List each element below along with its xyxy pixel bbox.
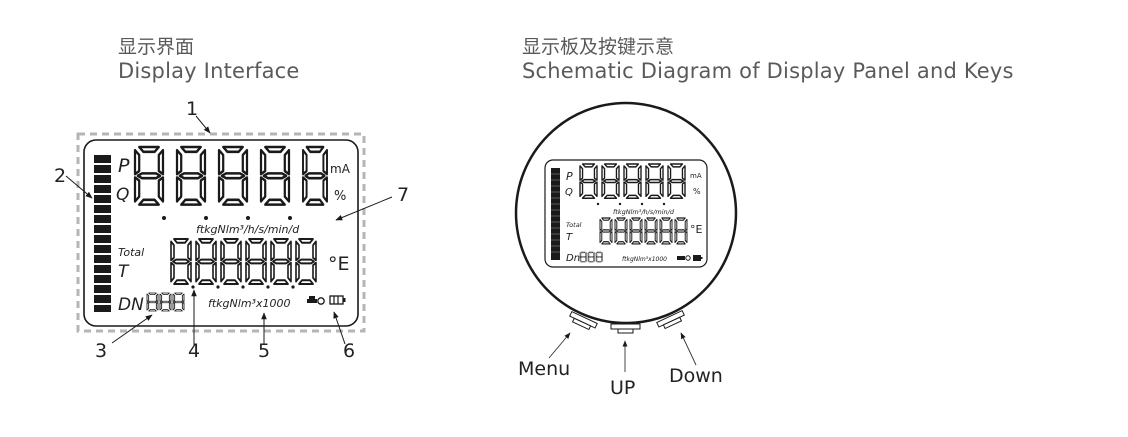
schematic-flow-units: ftkgNlm³/h/s/min/d (613, 208, 675, 216)
schematic-label-t: T (566, 232, 573, 243)
key-down-label: Down (669, 365, 723, 387)
schematic-valve-icon (677, 255, 691, 261)
total-digits (170, 238, 317, 289)
schematic-label-p: P (566, 170, 573, 183)
unit-ma: mA (330, 162, 351, 176)
left-lcd-diagram: P Q mA % ftkgNlm³/h/s/min/d Total T (54, 98, 409, 362)
schematic-main-digits (579, 163, 686, 206)
schematic-unit-percent: % (693, 187, 701, 196)
callout-3: 3 (95, 340, 107, 362)
schematic-label-dn: Dn (566, 253, 580, 264)
key-menu[interactable] (568, 310, 598, 332)
callout-2: 2 (54, 165, 66, 187)
total-units: ftkgNlm³x1000 (208, 297, 290, 310)
schematic-title-en: Schematic Diagram of Display Panel and K… (522, 59, 1014, 83)
schematic-unit-ma: mA (690, 172, 702, 180)
callout-4: 4 (188, 340, 200, 362)
schematic-label-q: Q (565, 187, 573, 198)
schematic-bar-graph (551, 168, 560, 260)
key-arrows (548, 332, 697, 372)
callout-7: 7 (397, 184, 409, 206)
schematic-label-total: Total (566, 221, 582, 229)
key-up-label: UP (610, 377, 635, 399)
display-interface-title-en: Display Interface (118, 59, 300, 83)
valve-icon (307, 296, 325, 305)
schematic-title-cn: 显示板及按键示意 (522, 36, 675, 58)
schematic-total-units: ftkgNlm³x1000 (622, 256, 667, 263)
schematic-title: 显示板及按键示意 Schematic Diagram of Display Pa… (522, 38, 1014, 82)
schematic-battery-icon (693, 255, 703, 261)
key-menu-label: Menu (518, 358, 570, 380)
key-down[interactable] (656, 309, 686, 331)
bar-graph (94, 155, 111, 312)
schematic-lcd-panel (544, 159, 708, 268)
callouts (65, 115, 393, 345)
callout-1: 1 (186, 98, 198, 120)
label-q: Q (116, 185, 129, 205)
callout-6: 6 (343, 340, 355, 362)
schematic-unit-temp: °E (690, 223, 703, 236)
label-total: Total (118, 246, 144, 259)
label-dn: DN (118, 295, 144, 315)
right-schematic: P Q mA % ftkgNlm³/h/s/min/d Total T °E (514, 101, 738, 399)
display-interface-title-cn: 显示界面 (118, 36, 195, 58)
battery-icon (329, 295, 346, 305)
lcd-outer-dashed-border (76, 132, 366, 333)
key-up[interactable] (610, 323, 641, 334)
unit-percent: % (334, 189, 346, 204)
callout-5: 5 (258, 340, 270, 362)
display-interface-title: 显示界面 Display Interface (118, 38, 300, 82)
flow-units: ftkgNlm³/h/s/min/d (196, 223, 300, 236)
main-digits (133, 145, 329, 220)
unit-temp: °E (328, 253, 350, 275)
label-t: T (118, 262, 130, 282)
label-p: P (118, 155, 130, 177)
